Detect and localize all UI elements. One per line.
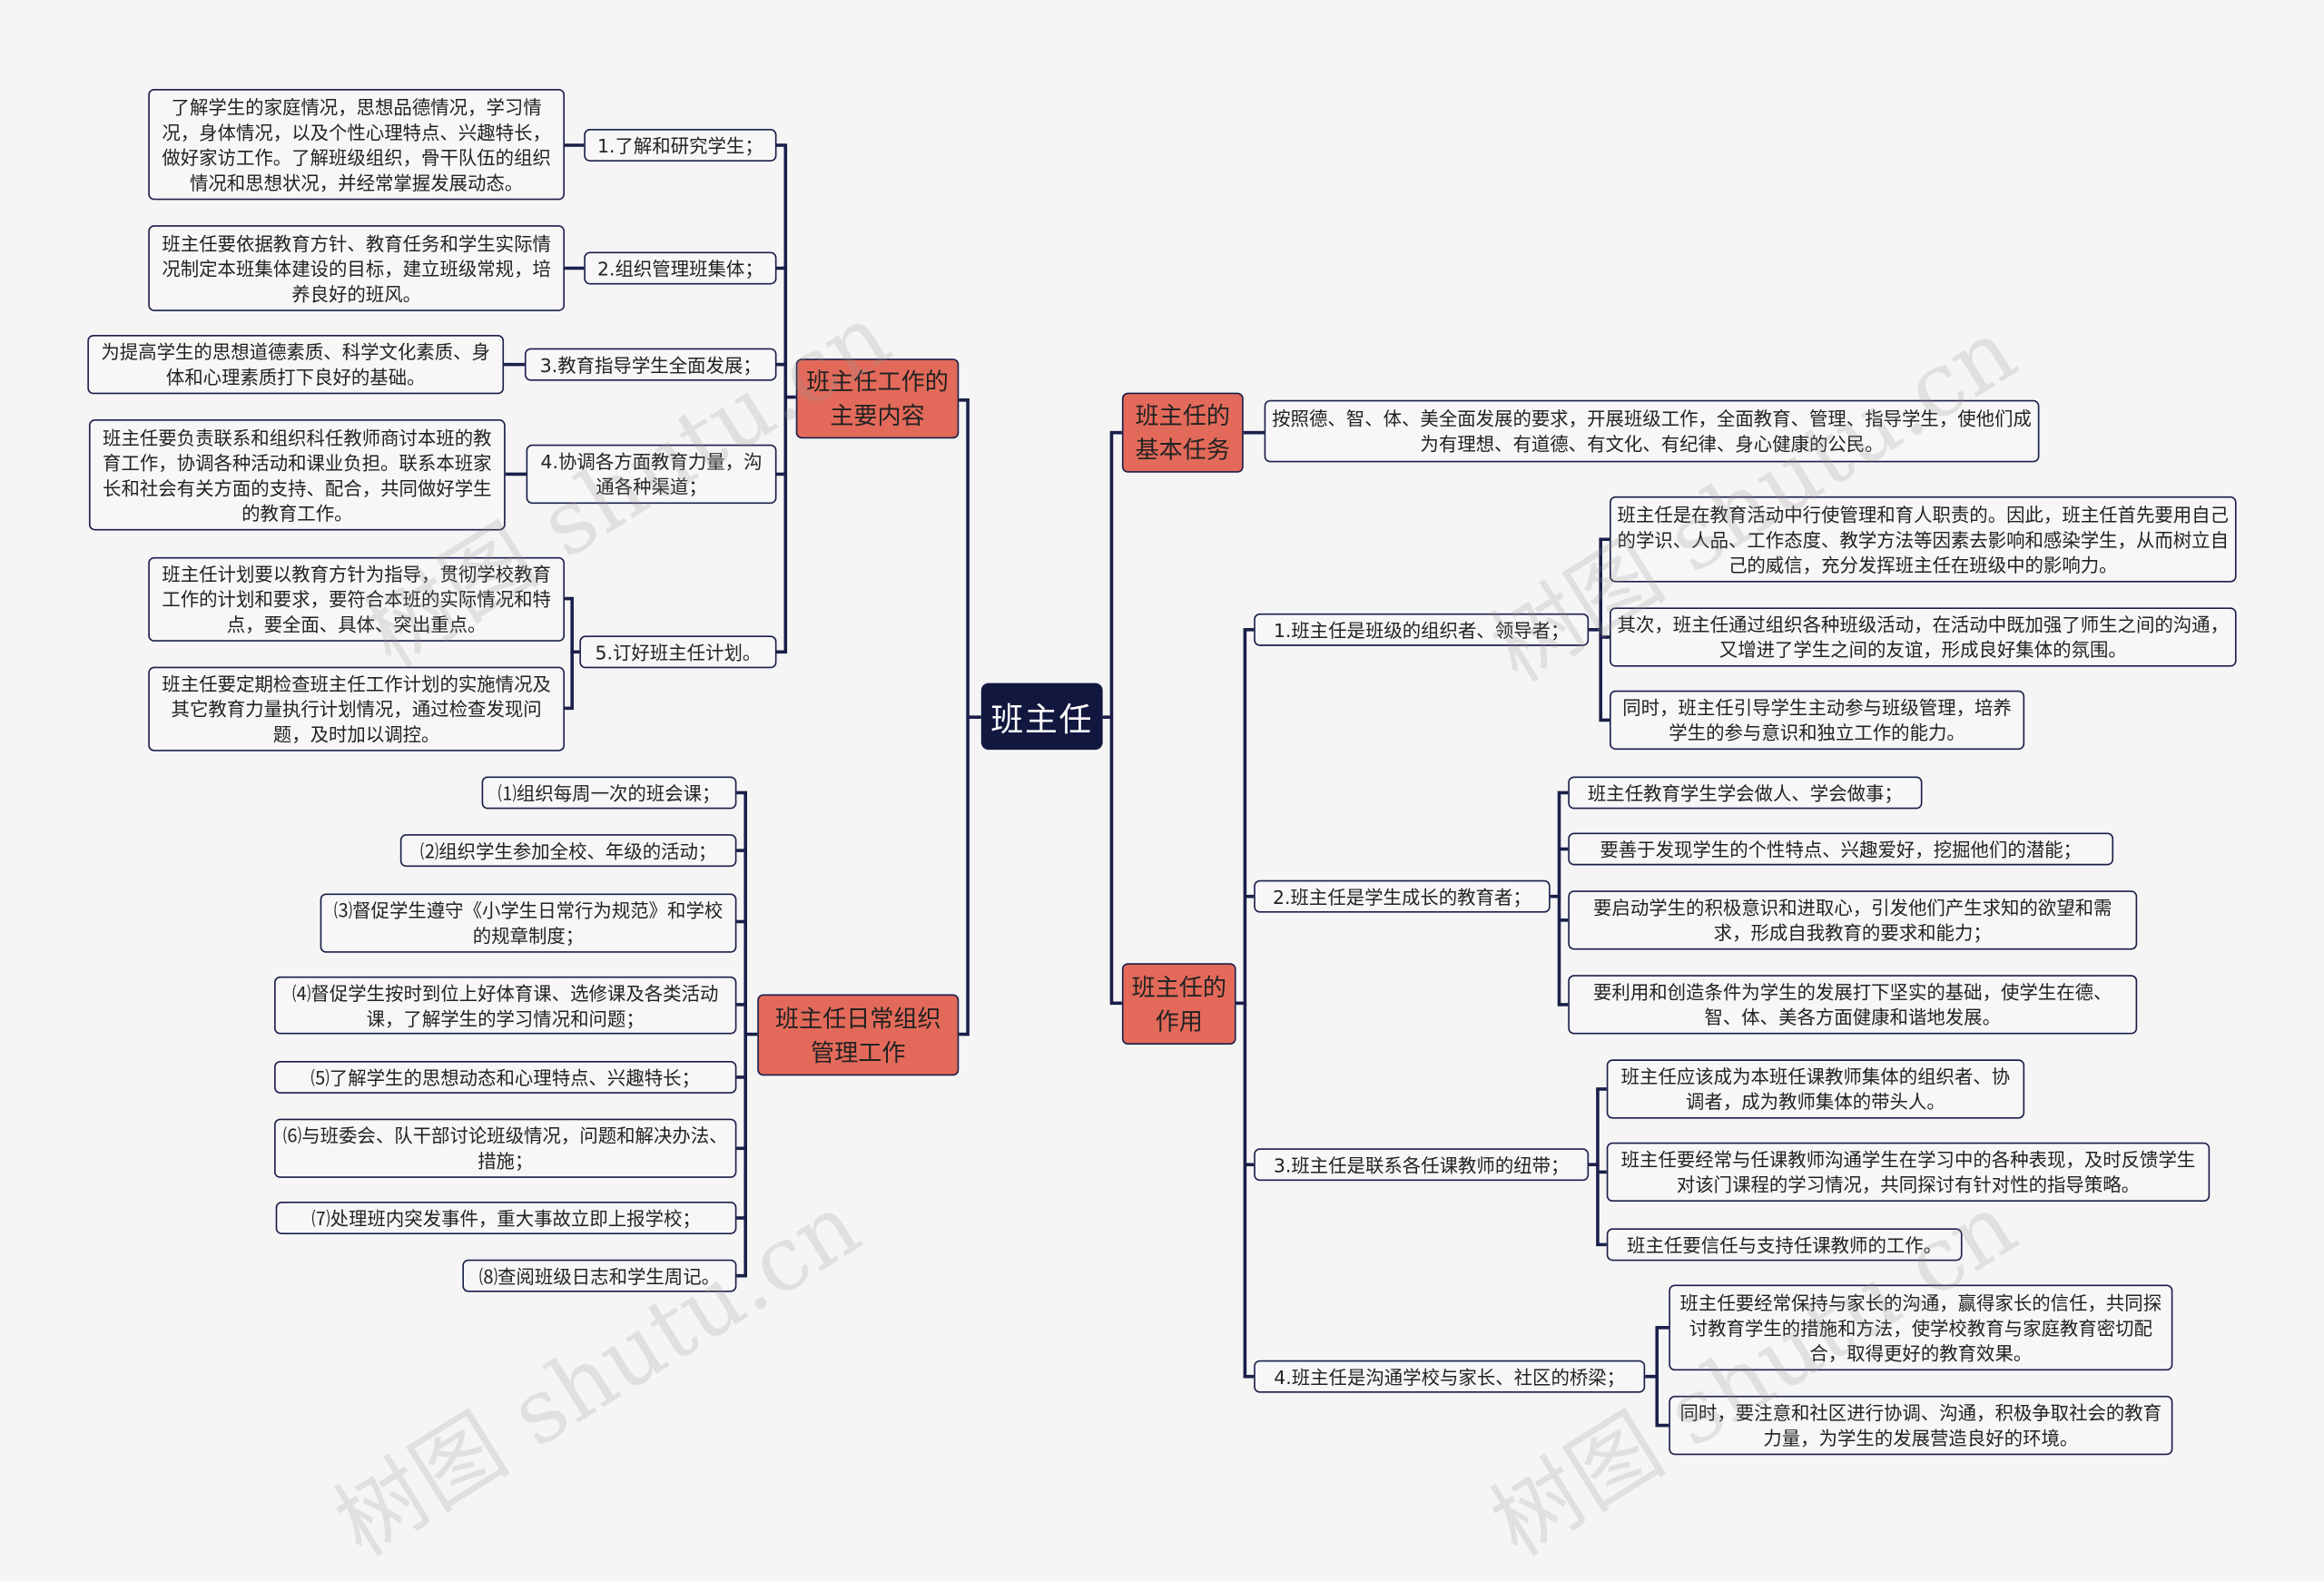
root-node[interactable]: 班主任 [980, 682, 1103, 751]
branch-main-content[interactable]: 班主任工作的主要内容 [795, 358, 960, 439]
topic-coordinate-forces[interactable]: 4.协调各方面教育力量，沟通各种渠道； [526, 444, 777, 505]
educator-detail-4: 要利用和创造条件为学生的发展打下坚实的基础，使学生在德、智、体、美各方面健康和谐… [1568, 975, 2138, 1035]
detail-guide-development: 为提高学生的思想道德素质、科学文化素质、身体和心理素质打下良好的基础。 [87, 334, 505, 395]
daily-item-8[interactable]: ⑻查阅班级日志和学生周记。 [462, 1259, 737, 1292]
daily-item-5[interactable]: ⑸了解学生的思想动态和心理特点、兴趣特长； [274, 1060, 737, 1094]
educator-detail-1: 班主任教育学生学会做人、学会做事； [1568, 776, 1923, 810]
daily-item-2[interactable]: ⑵组织学生参加全校、年级的活动； [399, 834, 737, 868]
detail-plan-check: 班主任要定期检查班主任工作计划的实施情况及其它教育力量执行计划情况，通过检查发现… [148, 666, 566, 751]
daily-item-4[interactable]: ⑷督促学生按时到位上好体育课、选修课及各类活动课，了解学生的学习情况和问题； [274, 976, 737, 1035]
topic-guide-development[interactable]: 3.教育指导学生全面发展； [524, 348, 777, 381]
daily-item-1[interactable]: ⑴组织每周一次的班会课； [481, 776, 737, 810]
role-teacher-link[interactable]: 3.班主任是联系各任课教师的纽带； [1254, 1148, 1590, 1182]
organizer-detail-2: 其次，班主任通过组织各种班级活动，在活动中既加强了师生之间的沟通，又增进了学生之… [1610, 607, 2237, 667]
topic-plan[interactable]: 5.订好班主任计划。 [579, 635, 777, 669]
bridge-detail-1: 班主任要经常保持与家长的沟通，赢得家长的信任，共同探讨教育学生的措施和方法，使学… [1669, 1284, 2173, 1371]
role-organizer[interactable]: 1.班主任是班级的组织者、领导者； [1254, 613, 1590, 646]
role-bridge[interactable]: 4.班主任是沟通学校与家长、社区的桥梁； [1254, 1360, 1646, 1393]
detail-coordinate-forces: 班主任要负责联系和组织科任教师商讨本班的教育工作，协调各种活动和课业负担。联系本… [88, 419, 506, 531]
role-educator[interactable]: 2.班主任是学生成长的教育者； [1254, 879, 1551, 913]
topic-manage-class[interactable]: 2.组织管理班集体； [584, 251, 777, 285]
teacher-link-detail-1: 班主任应该成为本班任课教师集体的组织者、协调者，成为教师集体的带头人。 [1606, 1059, 2025, 1119]
detail-plan-guidance: 班主任计划要以教育方针为指导，贯彻学校教育工作的计划和要求，要符合本班的实际情况… [148, 556, 566, 642]
educator-detail-2: 要善于发现学生的个性特点、兴趣爱好，挖掘他们的潜能； [1568, 832, 2114, 866]
daily-item-3[interactable]: ⑶督促学生遵守《小学生日常行为规范》和学校的规章制度； [320, 893, 737, 953]
educator-detail-3: 要启动学生的积极意识和进取心，引发他们产生求知的欲望和需求，形成自我教育的要求和… [1568, 890, 2138, 950]
bridge-detail-2: 同时，要注意和社区进行协调、沟通，积极争取社会的教育力量，为学生的发展营造良好的… [1669, 1395, 2173, 1456]
organizer-detail-1: 班主任是在教育活动中行使管理和育人职责的。因此，班主任首先要用自己的学识、人品、… [1610, 496, 2237, 583]
branch-role[interactable]: 班主任的作用 [1121, 963, 1236, 1045]
connector-lines [504, 143, 1669, 1428]
teacher-link-detail-3: 班主任要信任与支持任课教师的工作。 [1606, 1228, 1963, 1262]
branch-basic-task[interactable]: 班主任的基本任务 [1121, 392, 1244, 473]
mind-map: 班主任 班主任工作的主要内容 班主任日常组织管理工作 班主任的基本任务 班主任的… [87, 88, 2237, 1576]
branch-daily-management[interactable]: 班主任日常组织管理工作 [757, 994, 960, 1076]
detail-manage-class: 班主任要依据教育方针、教育任务和学生实际情况制定本班集体建设的目标，建立班级常规… [148, 225, 566, 311]
topic-understand-students[interactable]: 1.了解和研究学生； [584, 129, 777, 162]
organizer-detail-3: 同时，班主任引导学生主动参与班级管理，培养学生的参与意识和独立工作的能力。 [1610, 690, 2025, 751]
teacher-link-detail-2: 班主任要经常与任课教师沟通学生在学习中的各种表现，及时反馈学生对该门课程的学习情… [1606, 1142, 2211, 1203]
daily-item-7[interactable]: ⑺处理班内突发事件，重大事故立即上报学校； [275, 1202, 737, 1234]
detail-understand-students: 了解学生的家庭情况，思想品德情况，学习情况，身体情况，以及个性心理特点、兴趣特长… [148, 88, 566, 201]
daily-item-6[interactable]: ⑹与班委会、队干部讨论班级情况，问题和解决办法、措施； [274, 1118, 737, 1178]
basic-task-detail: 按照德、智、体、美全面发展的要求，开展班级工作，全面教育、管理、指导学生，使他们… [1264, 399, 2040, 463]
